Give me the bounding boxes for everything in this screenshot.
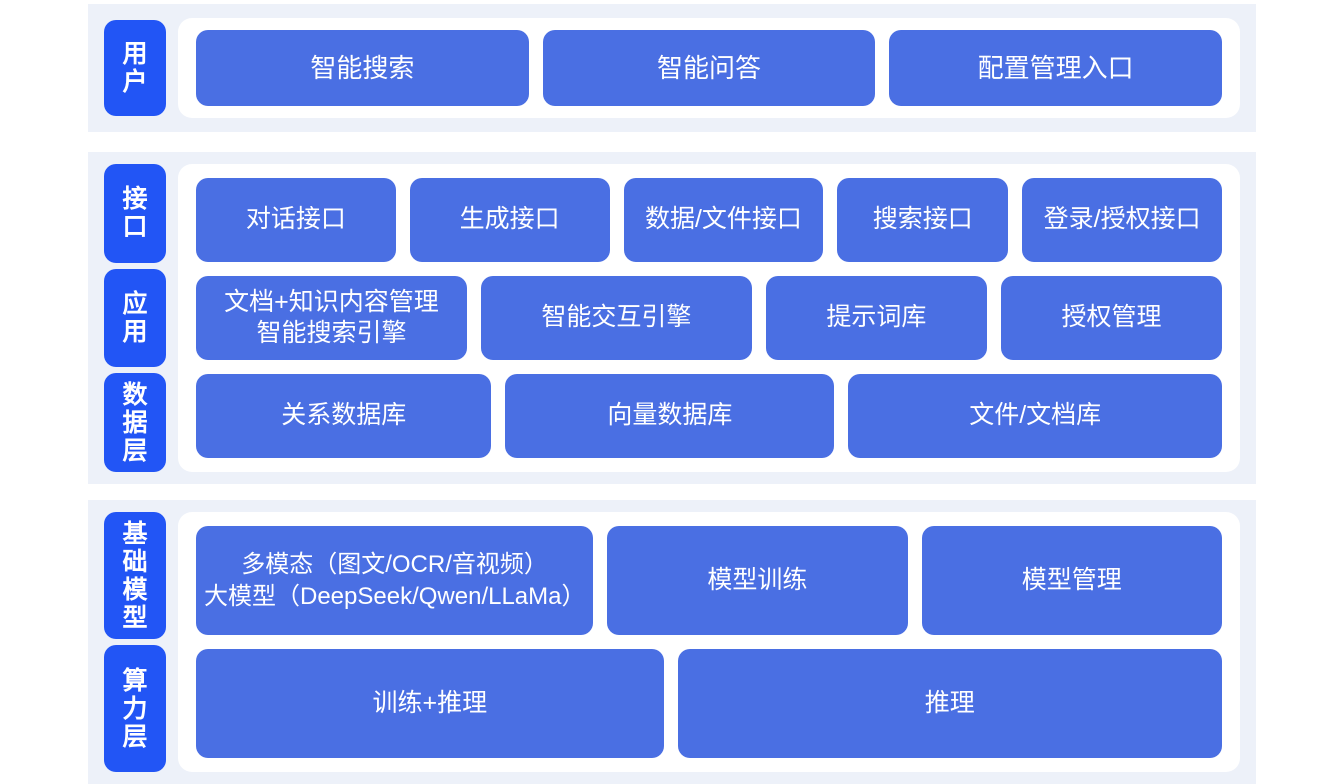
document-knowledge-management-label: 文档+知识内容管理 智能搜索引擎 xyxy=(224,287,439,350)
search-interface-label: 搜索接口 xyxy=(872,205,973,234)
row-application: 文档+知识内容管理 智能搜索引擎 智能交互引擎 提示词库 授权管理 xyxy=(196,276,1222,360)
dialog-interface-label: 对话接口 xyxy=(245,205,346,234)
doc-line-1: 文档+知识内容管理 xyxy=(224,287,439,316)
data-file-interface-box[interactable]: 数据/文件接口 xyxy=(623,178,824,262)
login-auth-interface-label: 登录/授权接口 xyxy=(1043,205,1201,234)
intelligent-qa-box[interactable]: 智能问答 xyxy=(542,30,876,106)
layer-label-user: 用 户 xyxy=(104,20,166,116)
layer-label-char: 用 xyxy=(122,318,148,346)
intelligent-search-box[interactable]: 智能搜索 xyxy=(196,30,529,106)
inference-label: 推理 xyxy=(924,688,975,717)
inference-box[interactable]: 推理 xyxy=(677,649,1222,758)
layer-label-char: 接 xyxy=(122,185,148,214)
document-knowledge-management-box[interactable]: 文档+知识内容管理 智能搜索引擎 xyxy=(196,276,467,360)
layer-rail-platform: 接 口 应 用 数 据 层 xyxy=(88,152,166,484)
layer-label-char: 数 xyxy=(122,380,148,409)
multimodal-line-2: 大模型（DeepSeek/Qwen/LLaMa） xyxy=(204,582,586,610)
panel-infrastructure: 多模态（图文/OCR/音视频） 大模型（DeepSeek/Qwen/LLaMa）… xyxy=(178,512,1240,772)
search-interface-box[interactable]: 搜索接口 xyxy=(837,178,1009,262)
relational-database-label: 关系数据库 xyxy=(281,401,407,430)
intelligent-qa-label: 智能问答 xyxy=(657,52,762,83)
prompt-library-label: 提示词库 xyxy=(826,303,927,332)
row-user: 智能搜索 智能问答 配置管理入口 xyxy=(196,30,1223,106)
model-management-box[interactable]: 模型管理 xyxy=(921,526,1223,635)
file-document-store-box[interactable]: 文件/文档库 xyxy=(848,374,1222,458)
multimodal-large-model-box[interactable]: 多模态（图文/OCR/音视频） 大模型（DeepSeek/Qwen/LLaMa） xyxy=(196,526,594,635)
layer-label-char: 算 xyxy=(122,666,148,695)
intelligent-interaction-engine-label: 智能交互引擎 xyxy=(541,303,692,332)
intelligent-interaction-engine-box[interactable]: 智能交互引擎 xyxy=(480,276,752,360)
layer-label-char: 型 xyxy=(122,603,148,632)
layer-label-data: 数 据 层 xyxy=(104,373,166,473)
panel-user: 智能搜索 智能问答 配置管理入口 xyxy=(178,18,1240,118)
layer-label-char: 力 xyxy=(122,694,148,723)
band-infrastructure-layer: 基 础 模 型 算 力 层 多模态（图文/OCR/音视频） 大模型（DeepSe… xyxy=(88,500,1256,784)
layer-label-interface: 接 口 xyxy=(104,164,166,263)
layer-label-char: 据 xyxy=(122,408,148,437)
multimodal-large-model-label: 多模态（图文/OCR/音视频） 大模型（DeepSeek/Qwen/LLaMa） xyxy=(204,549,586,611)
layer-rail-infrastructure: 基 础 模 型 算 力 层 xyxy=(88,500,166,784)
intelligent-search-label: 智能搜索 xyxy=(310,52,415,83)
panel-platform: 对话接口 生成接口 数据/文件接口 搜索接口 登录/授权接口 文 xyxy=(178,164,1240,472)
row-interface: 对话接口 生成接口 数据/文件接口 搜索接口 登录/授权接口 xyxy=(196,178,1222,262)
layer-label-char: 础 xyxy=(122,547,148,576)
row-model: 多模态（图文/OCR/音视频） 大模型（DeepSeek/Qwen/LLaMa）… xyxy=(196,526,1223,635)
layer-label-char: 应 xyxy=(122,290,148,318)
training-and-inference-label: 训练+推理 xyxy=(372,688,488,717)
config-management-entry-label: 配置管理入口 xyxy=(977,52,1134,83)
vector-database-box[interactable]: 向量数据库 xyxy=(505,374,835,458)
row-compute: 训练+推理 推理 xyxy=(196,649,1222,758)
authorization-management-box[interactable]: 授权管理 xyxy=(1000,276,1222,360)
model-training-label: 模型训练 xyxy=(707,565,808,594)
generate-interface-label: 生成接口 xyxy=(459,205,560,234)
band-user-layer: 用 户 智能搜索 智能问答 配置管理入口 xyxy=(88,4,1256,132)
dialog-interface-box[interactable]: 对话接口 xyxy=(196,178,396,262)
layer-label-compute: 算 力 层 xyxy=(104,645,166,772)
model-training-box[interactable]: 模型训练 xyxy=(607,526,908,635)
authorization-management-label: 授权管理 xyxy=(1061,303,1162,332)
training-and-inference-box[interactable]: 训练+推理 xyxy=(196,649,664,758)
layer-label-char: 模 xyxy=(122,575,148,604)
row-data: 关系数据库 向量数据库 文件/文档库 xyxy=(196,374,1222,458)
layer-label-foundation-model: 基 础 模 型 xyxy=(104,512,166,639)
data-file-interface-label: 数据/文件接口 xyxy=(644,205,802,234)
layer-label-char: 用 xyxy=(122,40,148,68)
file-document-store-label: 文件/文档库 xyxy=(969,401,1102,430)
layer-label-application: 应 用 xyxy=(104,268,166,368)
config-management-entry-box[interactable]: 配置管理入口 xyxy=(889,30,1223,106)
doc-line-2: 智能搜索引擎 xyxy=(256,319,407,347)
generate-interface-box[interactable]: 生成接口 xyxy=(409,178,610,262)
layer-label-char: 户 xyxy=(122,68,148,96)
layer-rail-user: 用 户 xyxy=(88,4,166,132)
layer-label-char: 基 xyxy=(122,519,148,548)
layer-label-char: 层 xyxy=(122,436,148,465)
layer-label-char: 层 xyxy=(122,722,148,751)
band-platform-layer: 接 口 应 用 数 据 层 对话接口 生成接口 xyxy=(88,152,1256,484)
model-management-label: 模型管理 xyxy=(1021,565,1122,594)
login-auth-interface-box[interactable]: 登录/授权接口 xyxy=(1022,178,1222,262)
vector-database-label: 向量数据库 xyxy=(607,401,733,430)
layer-label-char: 口 xyxy=(122,213,148,242)
multimodal-line-1: 多模态（图文/OCR/音视频） xyxy=(241,551,548,579)
relational-database-box[interactable]: 关系数据库 xyxy=(196,374,492,458)
prompt-library-box[interactable]: 提示词库 xyxy=(765,276,987,360)
